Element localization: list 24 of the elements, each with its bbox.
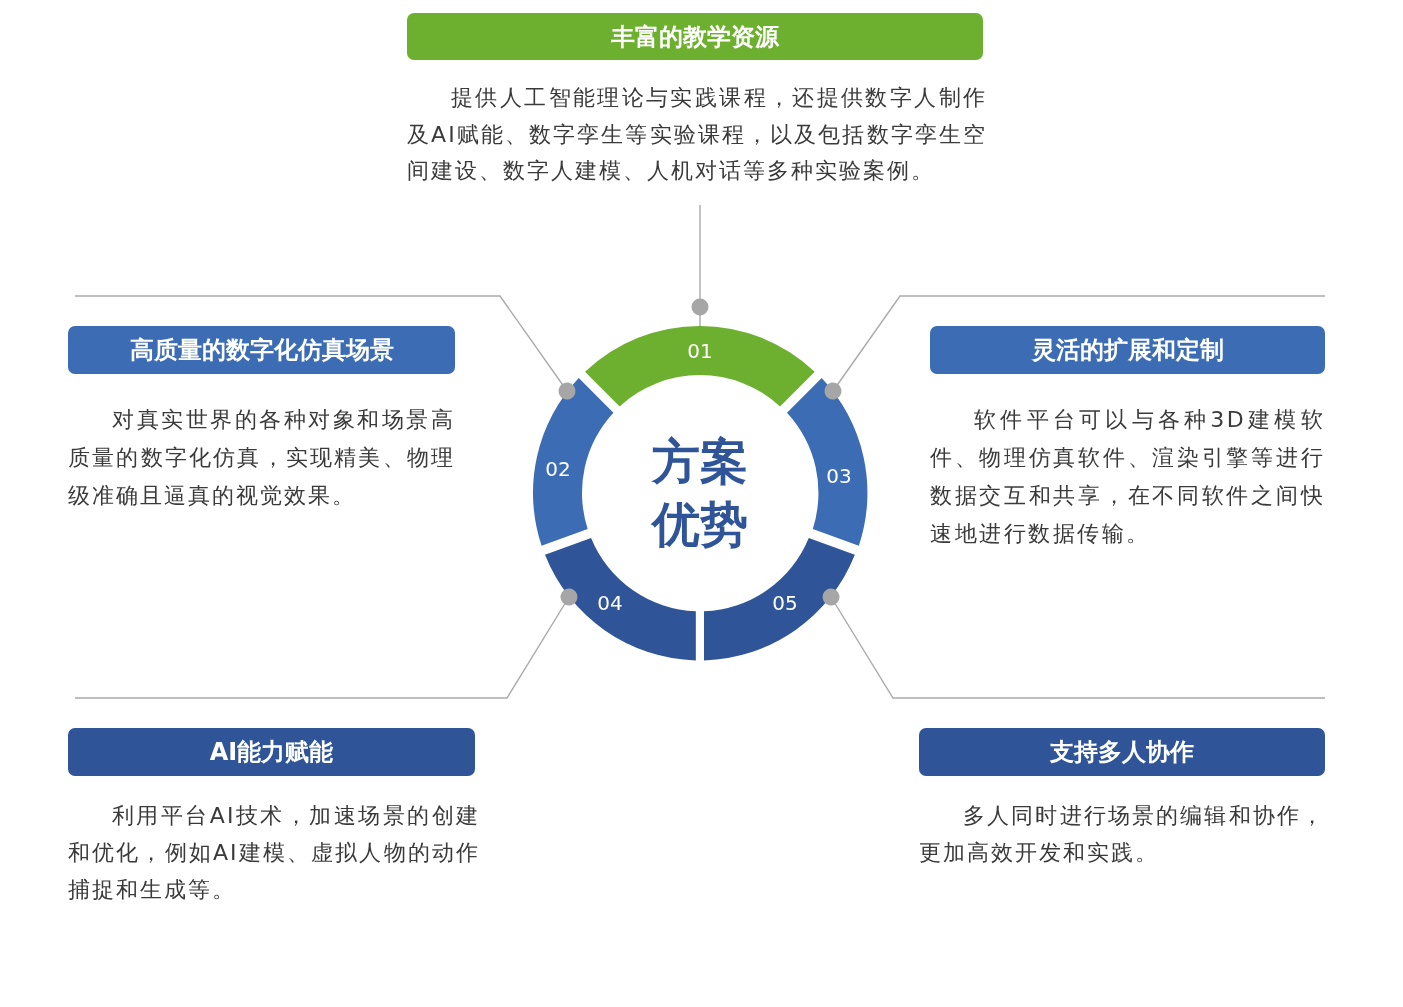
segment-number: 05 (772, 592, 798, 614)
description-text: 多人同时进行场景的编辑和协作，更加高效开发和实践。 (919, 802, 1325, 867)
heading-banner: 灵活的扩展和定制 (930, 326, 1325, 374)
leader-line (822, 588, 1326, 699)
description-text: 利用平台AI技术，加速场景的创建和优化，例如AI建模、虚拟人物的动作捕捉和生成等。 (68, 802, 480, 904)
heading-banner: 丰富的教学资源 (407, 13, 983, 60)
leader-line (74, 295, 576, 400)
description-text: 提供人工智能理论与实践课程，还提供数字人制作及AI赋能、数字孪生等实验课程，以及包括数字孪生空间建设、数字人建模、人机对话等多种实验案例。 (407, 84, 987, 185)
segment-number: 04 (597, 592, 623, 614)
ring-segment (585, 326, 815, 407)
segment-number: 02 (545, 458, 571, 480)
segment-number: 03 (826, 465, 852, 487)
leader-line (691, 204, 709, 327)
heading-banner: 支持多人协作 (919, 728, 1325, 776)
leader-line (74, 588, 578, 699)
leader-line (824, 295, 1326, 400)
heading-banner: AI能力赋能 (68, 728, 475, 776)
ring-segment (533, 378, 614, 546)
heading-banner: 高质量的数字化仿真场景 (68, 326, 455, 374)
description-text: 软件平台可以与各种3D建模软件、物理仿真软件、渲染引擎等进行数据交互和共享，在不同软件之间快速地进行数据传输。 (930, 406, 1325, 548)
segment-number: 01 (687, 340, 713, 362)
ring-segment (786, 378, 867, 546)
description-text: 对真实世界的各种对象和场景高质量的数字化仿真，实现精美、物理级准确且逼真的视觉效果。 (68, 406, 455, 510)
center-title: 方案优势 (650, 430, 750, 556)
